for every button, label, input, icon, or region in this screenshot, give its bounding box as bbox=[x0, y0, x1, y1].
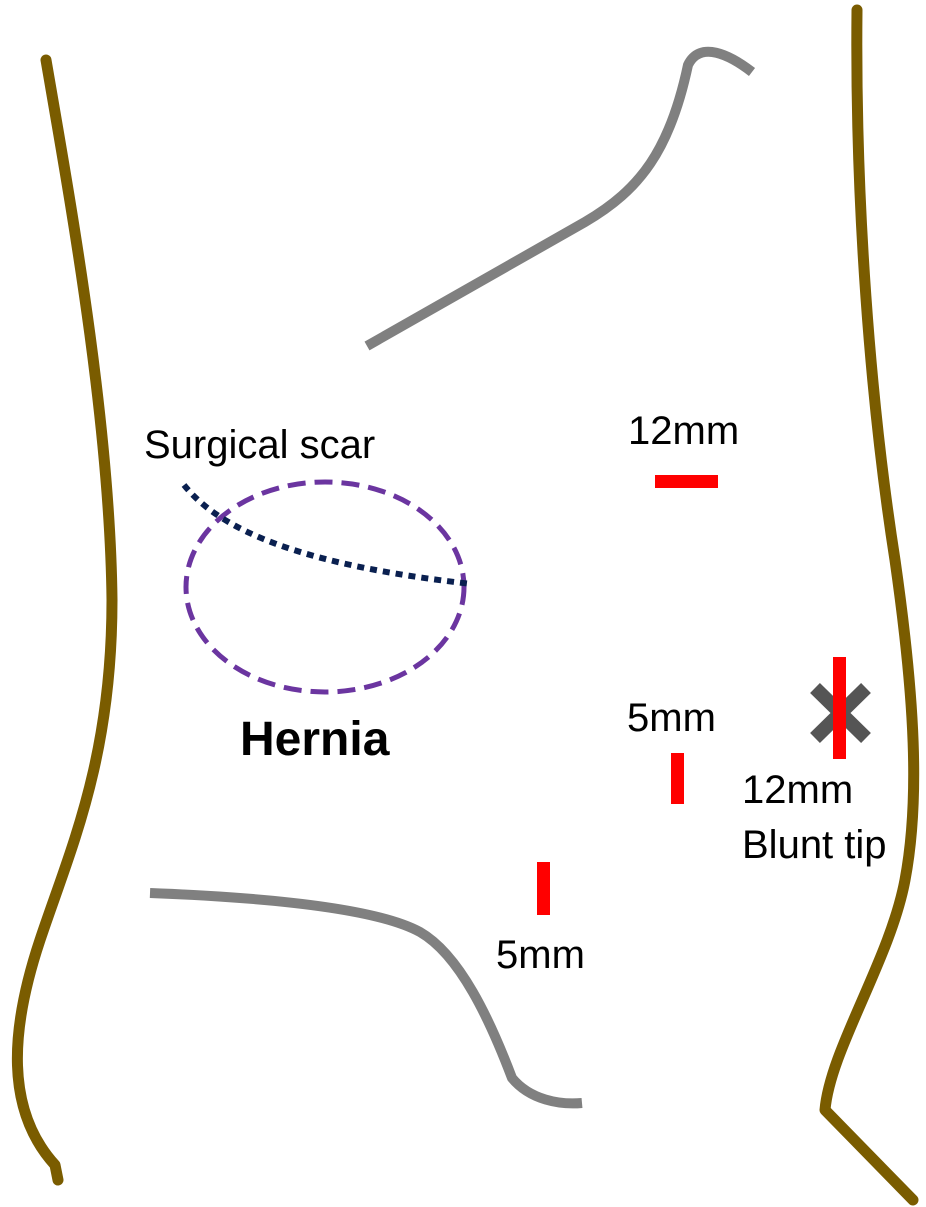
left-body-outline bbox=[17, 60, 112, 1180]
surgical-scar-line bbox=[184, 485, 472, 584]
hernia-label: Hernia bbox=[240, 713, 390, 766]
rib-margin-line bbox=[367, 52, 752, 346]
groin-line bbox=[150, 893, 582, 1103]
hernia-outline bbox=[186, 482, 464, 692]
port-top-label: 12mm bbox=[628, 409, 739, 453]
port-mid-label: 5mm bbox=[627, 696, 716, 740]
port-top-12mm-marker bbox=[655, 475, 718, 488]
port-bottom-label: 5mm bbox=[496, 933, 585, 977]
port-bottom-5mm-marker bbox=[537, 862, 550, 915]
port-mid-5mm-marker bbox=[671, 753, 684, 804]
surgical-scar-label: Surgical scar bbox=[144, 423, 375, 467]
right-body-outline bbox=[825, 10, 914, 1200]
port-blunt-tip-12mm-marker bbox=[833, 657, 846, 759]
port-right-size-label: 12mm bbox=[742, 768, 853, 812]
port-right-type-label: Blunt tip bbox=[742, 823, 887, 867]
